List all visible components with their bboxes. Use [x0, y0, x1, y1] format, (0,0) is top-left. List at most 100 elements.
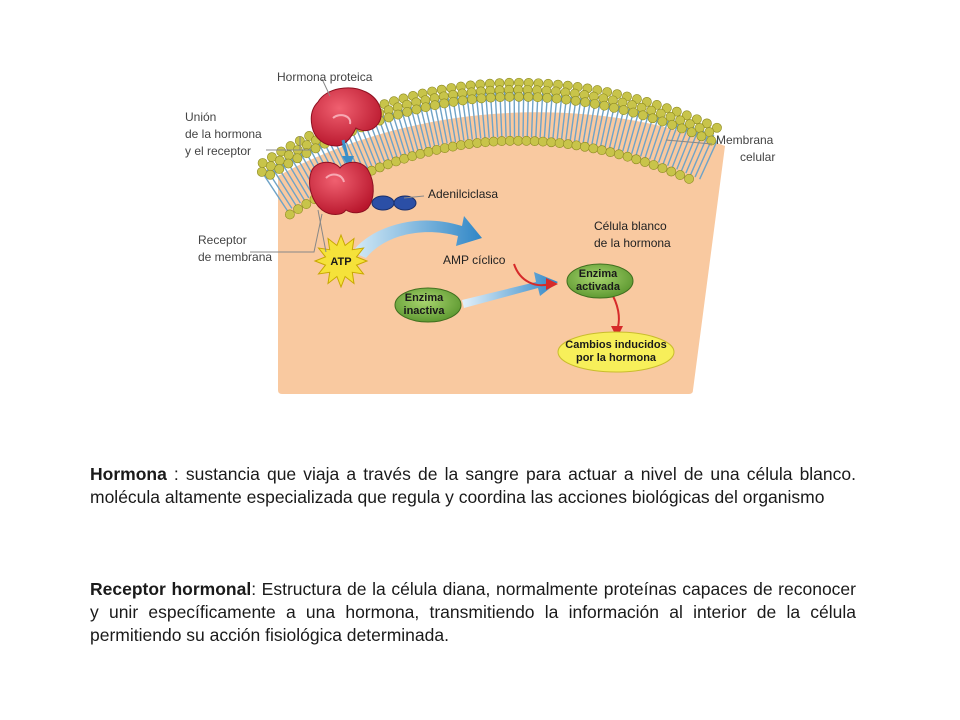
lipid-tail — [447, 96, 457, 143]
lipid-head — [563, 139, 573, 150]
lipid-head — [675, 115, 686, 126]
lipid-head — [301, 199, 312, 209]
lipid-head — [411, 104, 422, 115]
lipid-head — [399, 153, 410, 164]
lipid-head — [671, 106, 682, 117]
lipid-head — [676, 123, 687, 134]
lipid-tail — [644, 113, 661, 159]
lipid-head — [383, 159, 393, 170]
enzyme-activated-label-1: Enzima — [579, 268, 618, 280]
lipid-tail — [381, 113, 398, 158]
lipid-head — [393, 109, 403, 120]
adenylate-cyclase-label: Adenilciclasa — [428, 187, 498, 201]
lipid-head — [588, 143, 599, 154]
lipid-head — [684, 173, 694, 184]
enzyme-inactive — [394, 287, 462, 323]
lipid-head — [402, 106, 413, 117]
enzyme-inactive-label-2: inactiva — [404, 305, 446, 317]
lipid-head — [265, 161, 276, 171]
lipid-tail — [565, 94, 573, 140]
lipid-tail — [556, 92, 563, 139]
lipid-head — [420, 102, 431, 113]
lipid-tail — [635, 110, 651, 156]
lipid-head — [496, 136, 507, 146]
lipid-head — [605, 147, 616, 158]
lipid-tail — [475, 92, 482, 139]
lipid-tail — [390, 110, 407, 155]
lipid-head — [551, 93, 562, 104]
lipid-head — [614, 149, 624, 160]
lipid-head — [657, 163, 668, 174]
lipid-tail — [353, 123, 373, 167]
lipid-tail — [261, 172, 289, 212]
lipid-head — [667, 119, 677, 130]
lipid-head — [561, 94, 572, 105]
lipid-head — [467, 94, 477, 105]
lipid-head — [439, 143, 450, 154]
lipid-head — [599, 100, 610, 111]
lipid-head — [485, 92, 496, 103]
membrane-receptor — [309, 161, 374, 215]
lipid-head — [513, 135, 524, 146]
lipid-head — [439, 98, 450, 109]
lipid-head — [301, 148, 312, 159]
hormone-definition-body: : sustancia que viaja a través de la san… — [90, 464, 856, 507]
lipid-tail — [573, 95, 583, 142]
hormone-protein — [310, 87, 382, 147]
lipid-head — [383, 112, 394, 123]
lipid-head — [430, 100, 440, 111]
lipid-tail — [600, 100, 612, 146]
lipid-head — [579, 141, 590, 152]
lipid-head — [415, 148, 426, 159]
lipid-tail — [400, 107, 415, 152]
hormone-definition: Hormona : sustancia que viaja a través d… — [90, 463, 856, 509]
lipid-tail — [582, 96, 592, 143]
lipid-head — [521, 135, 532, 146]
atp-label: ATP — [330, 256, 351, 268]
cytoplasm — [278, 112, 725, 395]
lipid-head — [407, 151, 418, 162]
lipid-head — [529, 136, 540, 147]
hormone-term: Hormona — [90, 464, 167, 484]
lipid-tail — [591, 98, 602, 145]
lipid-head — [538, 136, 548, 147]
lipid-head — [504, 91, 515, 102]
lipid-tail — [662, 120, 680, 165]
target-cell-label-2: de la hormona — [594, 236, 671, 250]
lipid-head — [274, 164, 285, 174]
lipid-head — [274, 155, 285, 166]
lipid-head — [712, 122, 722, 133]
binding-label-2: de la hormona — [185, 127, 262, 141]
lipid-tail — [484, 91, 490, 138]
binding-label-3: y el receptor — [185, 144, 251, 158]
lipid-head — [423, 146, 434, 157]
lipid-head — [391, 156, 401, 167]
lipid-head — [631, 154, 642, 165]
lipid-tail — [437, 98, 448, 144]
lipid-head — [448, 96, 459, 107]
receptor-definition: Receptor hormonal: Estructura de la célu… — [90, 578, 856, 647]
receptor-definition-body: : Estructura de la célula diana, normalm… — [90, 579, 856, 645]
lipid-head — [374, 162, 385, 173]
lipid-head — [686, 127, 697, 138]
lipid-tail — [503, 90, 507, 137]
lipid-head — [472, 138, 483, 148]
lipid-head — [495, 92, 506, 103]
lipid-tail — [689, 132, 710, 176]
lipid-head — [638, 110, 648, 121]
lipid-tail — [530, 90, 534, 138]
lipid-tail — [539, 91, 544, 138]
lipid-head — [596, 145, 607, 156]
lipid-head — [665, 111, 676, 122]
lipid-head — [622, 151, 633, 162]
changes-label-1: Cambios inducidos — [565, 339, 666, 351]
lipid-tail — [617, 105, 631, 151]
lipid-head — [580, 97, 591, 108]
enzyme-inactive-label-1: Enzima — [405, 292, 444, 304]
lipid-tail — [653, 117, 670, 162]
target-cell-label-1: Célula blanco — [594, 219, 667, 233]
activation-arrow — [462, 272, 558, 308]
lipid-head — [488, 136, 499, 147]
lipid-tail — [671, 124, 690, 168]
lipid-head — [283, 150, 294, 161]
